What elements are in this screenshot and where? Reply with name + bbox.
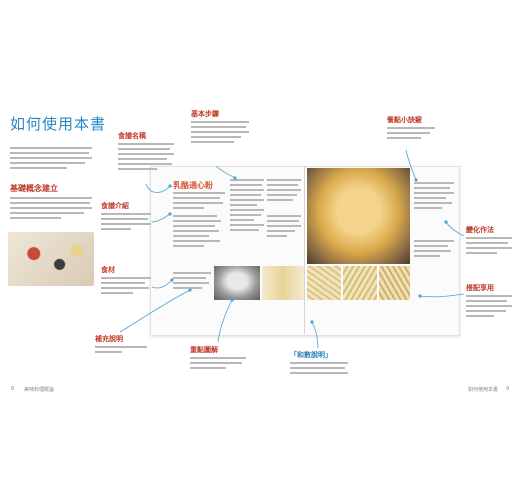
callout-text: [118, 143, 174, 170]
callout-text: [466, 237, 512, 254]
callout-serving: 搭配享用: [466, 284, 494, 292]
section-heading: 基礎概念建立: [10, 184, 58, 193]
callout-measure-note: 「和數說明」: [290, 351, 332, 359]
callout-text: [101, 213, 151, 230]
baked-dish-photo: [307, 168, 410, 264]
recipe-notes-column: [267, 215, 301, 237]
variations-text: [414, 240, 454, 257]
callout-text: [290, 362, 348, 374]
concept-paragraph: [10, 197, 92, 219]
callout-text: [101, 277, 151, 294]
ingredients-list-text: [173, 272, 211, 289]
callout-ingredient-intro: 食譜介紹: [101, 202, 129, 210]
tips-text: [414, 182, 454, 209]
book-gutter: [304, 166, 305, 334]
footer-left-label: 美味料理概論: [24, 387, 55, 393]
callout-text: [191, 121, 249, 143]
page-title: 如何使用本書: [10, 115, 107, 133]
callout-supplement: 補充說明: [95, 335, 123, 343]
recipe-title: 乳酪通心粉: [173, 181, 213, 190]
recipe-steps-column: [230, 179, 264, 231]
callout-dish-name: 食譜名稱: [118, 132, 146, 140]
pasta-photo: [262, 266, 304, 300]
step-photo: [307, 266, 341, 300]
callout-basic-steps: 基本步驟: [191, 110, 219, 118]
callout-variations: 變化作法: [466, 226, 494, 234]
callout-tips: 餐點小訣竅: [387, 116, 422, 124]
callout-text: [387, 127, 435, 139]
footer-right-label: 如何使用本書: [468, 387, 499, 393]
callout-text: [190, 357, 246, 369]
callout-text: [95, 346, 147, 353]
ingredients-photo: [8, 232, 94, 286]
page-number-right: 9: [506, 386, 510, 392]
page-number-left: 8: [11, 386, 15, 392]
recipe-ingredients-text: [173, 215, 225, 247]
recipe-intro-text: [173, 192, 225, 209]
callout-text: [466, 295, 512, 317]
callout-ingredients: 食材: [101, 266, 115, 274]
pot-photo: [214, 266, 260, 300]
step-photo: [343, 266, 377, 300]
callout-key-techniques: 重點圖解: [190, 346, 218, 354]
step-photo: [379, 266, 410, 300]
intro-paragraph: [10, 147, 92, 169]
recipe-steps-column: [267, 179, 301, 201]
